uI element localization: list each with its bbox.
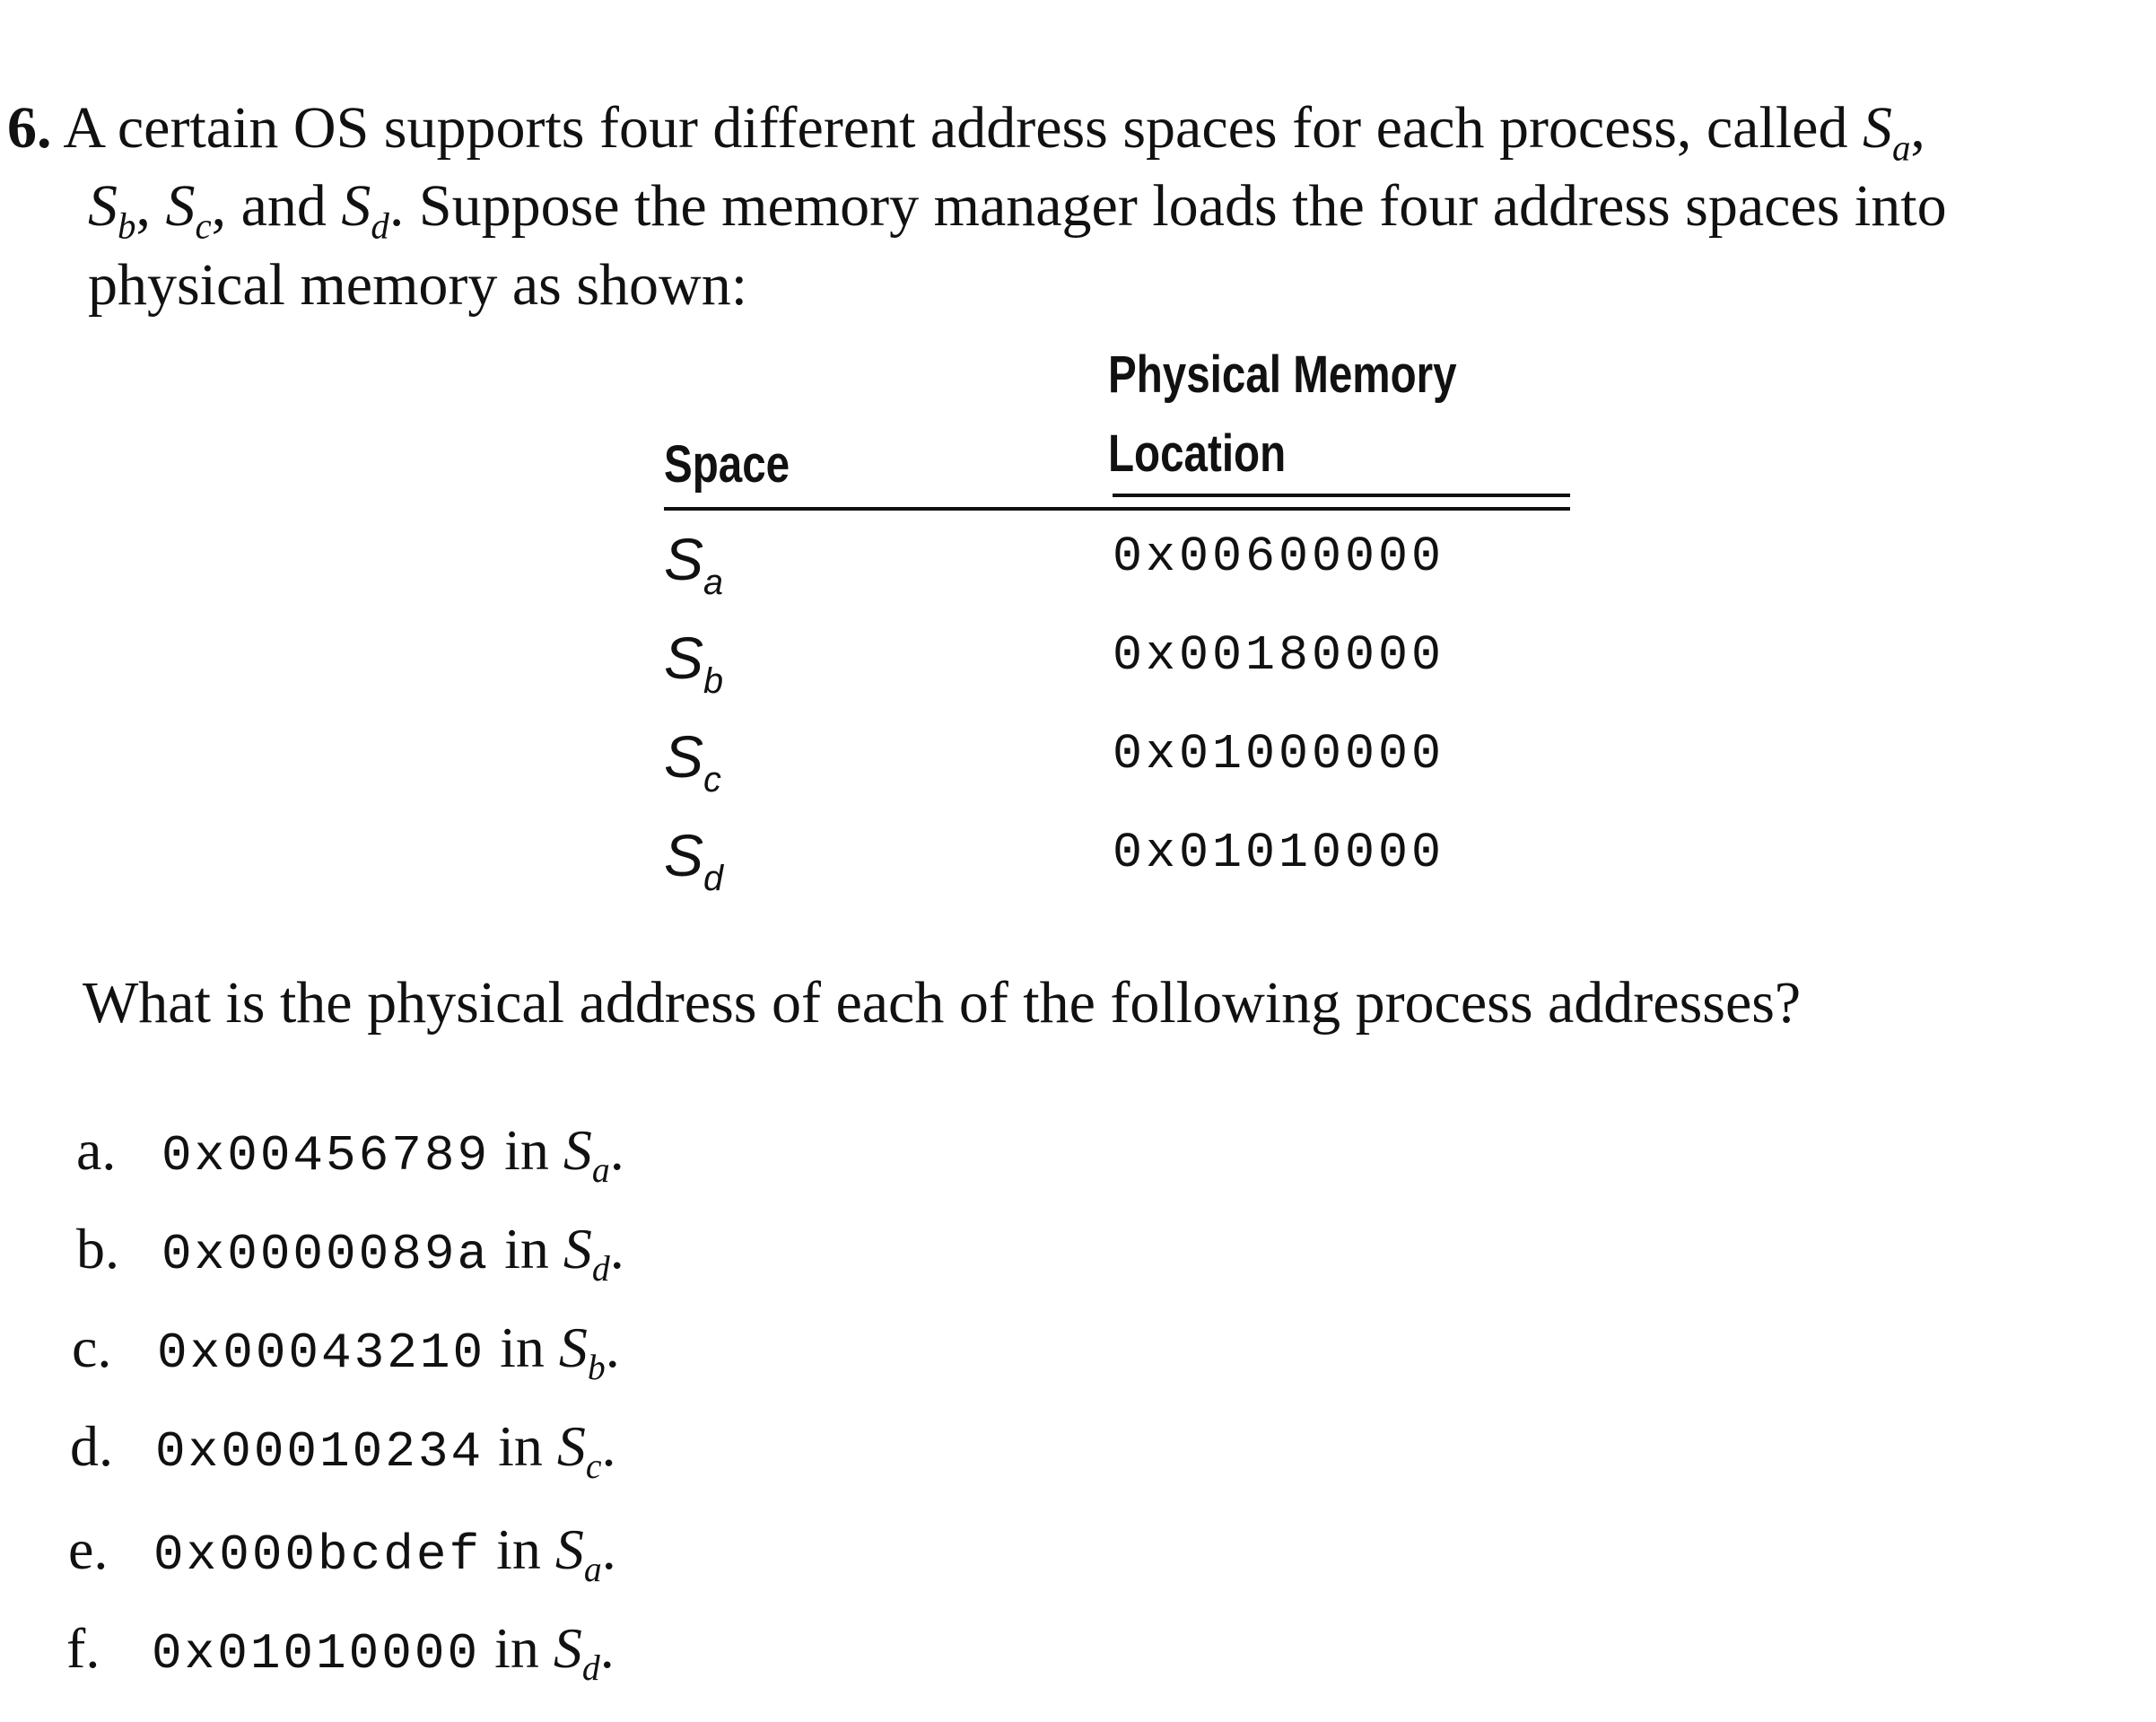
list-item: f.0x01010000 in Sd. bbox=[66, 1616, 615, 1688]
list-item: a.0x00456789 in Sa. bbox=[76, 1118, 624, 1190]
header-space: Space bbox=[664, 435, 790, 494]
question-text: What is the physical address of each of … bbox=[83, 970, 1802, 1036]
table-row-location: 0x01010000 bbox=[1113, 825, 1445, 881]
table-row-space: Sc bbox=[664, 723, 721, 800]
list-item: b.0x0000089a in Sd. bbox=[76, 1217, 624, 1289]
list-item: e.0x000bcdef in Sa. bbox=[68, 1517, 616, 1589]
problem-number: 6. bbox=[7, 95, 52, 161]
problem-line-3: physical memory as shown: bbox=[88, 252, 748, 318]
header-location-2: Location bbox=[1108, 424, 1287, 483]
header-rule-right bbox=[1113, 494, 1570, 497]
problem-line-1: 6. A certain OS supports four different … bbox=[7, 95, 1925, 169]
header-location-1: Physical Memory bbox=[1108, 345, 1457, 404]
table-row-location: 0x01000000 bbox=[1113, 726, 1445, 782]
table-row-space: Sa bbox=[664, 526, 724, 602]
problem-text-1: A certain OS supports four different add… bbox=[63, 95, 1863, 161]
table-row-space: Sd bbox=[664, 822, 724, 898]
list-item: d.0x00010234 in Sc. bbox=[70, 1414, 616, 1486]
problem-text-2: . Suppose the memory manager loads the f… bbox=[388, 173, 1947, 239]
table-row-location: 0x00600000 bbox=[1113, 529, 1445, 585]
problem-line-2: Sb, Sc, and Sd. Suppose the memory manag… bbox=[88, 173, 1947, 247]
table-row-space: Sb bbox=[664, 625, 724, 701]
header-rule bbox=[664, 507, 1570, 511]
list-item: c.0x00043210 in Sb. bbox=[72, 1316, 620, 1387]
table-row-location: 0x00180000 bbox=[1113, 627, 1445, 684]
